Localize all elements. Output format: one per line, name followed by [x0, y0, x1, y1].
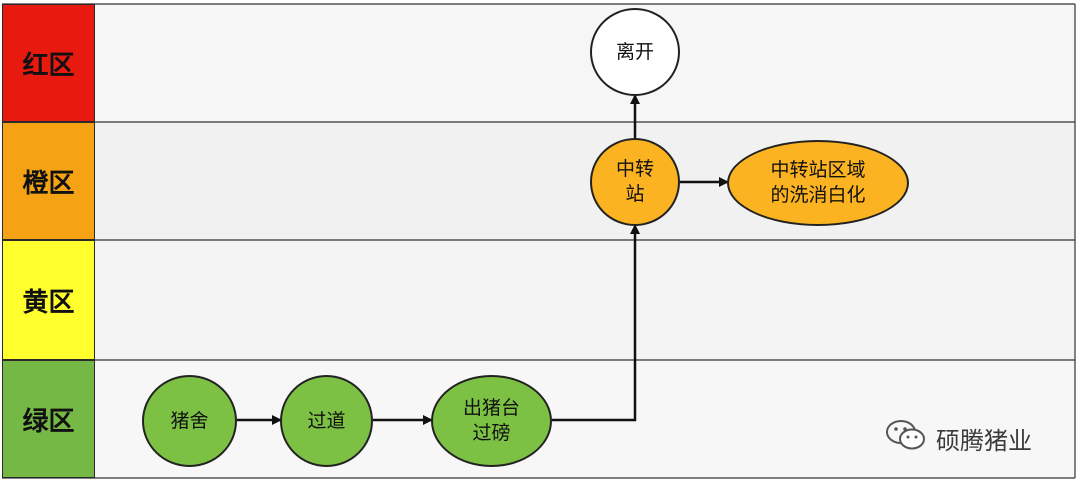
watermark: 硕腾猪业: [884, 418, 1032, 458]
zone-label-yellow: 黄区: [2, 240, 95, 360]
watermark-text: 硕腾猪业: [936, 426, 1032, 455]
zone-label-orange: 橙区: [2, 122, 95, 240]
node-station-wash: 中转站区域 的洗消白化: [727, 140, 909, 226]
node-loading-scale: 出猪台 过磅: [431, 375, 552, 467]
zone-label-green: 绿区: [2, 360, 95, 478]
lane-red: [95, 4, 1075, 122]
node-transfer-station: 中转 站: [590, 138, 680, 226]
lane-yellow: [95, 240, 1075, 360]
node-pig-house: 猪舍: [142, 375, 237, 467]
zone-label-red: 红区: [2, 4, 95, 122]
arrow-scale-to-station: [552, 224, 640, 422]
node-leave: 离开: [590, 8, 680, 96]
node-corridor: 过道: [280, 375, 373, 467]
wechat-icon: [884, 418, 928, 458]
lane-orange: [95, 122, 1075, 240]
